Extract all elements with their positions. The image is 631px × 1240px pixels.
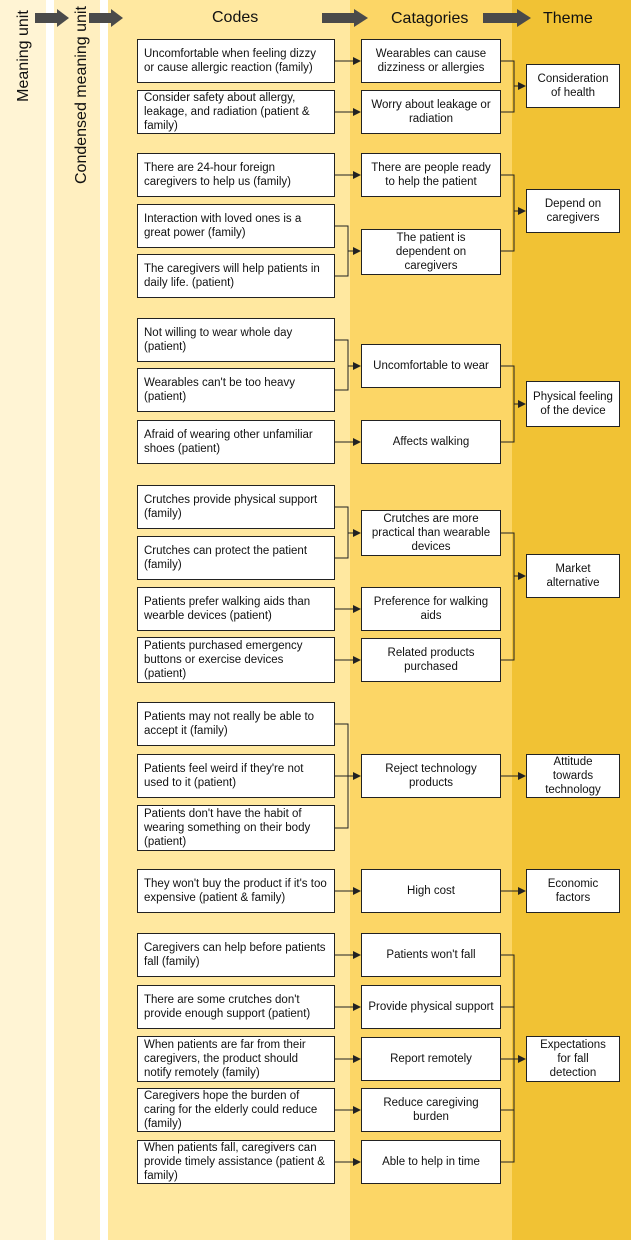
code-box: Patients don't have the habit of wearing… — [137, 805, 335, 851]
code-box: Not willing to wear whole day (patient) — [137, 318, 335, 362]
category-box: Report remotely — [361, 1037, 501, 1081]
category-box: There are people ready to help the patie… — [361, 153, 501, 197]
code-box: Crutches can protect the patient (family… — [137, 536, 335, 580]
code-box: There are some crutches don't provide en… — [137, 985, 335, 1029]
code-box: Patients feel weird if they're not used … — [137, 754, 335, 798]
category-box: Patients won't fall — [361, 933, 501, 977]
header-codes: Codes — [212, 9, 259, 26]
code-box: Uncomfortable when feeling dizzy or caus… — [137, 39, 335, 83]
header-categories: Catagories — [391, 10, 469, 27]
code-box: When patients fall, caregivers can provi… — [137, 1140, 335, 1184]
category-box: The patient is dependent on caregivers — [361, 229, 501, 275]
category-box: Related products purchased — [361, 638, 501, 682]
theme-box: Market alternative — [526, 554, 620, 598]
category-box: Reject technology products — [361, 754, 501, 798]
header-condensed-meaning-unit: Condensed meaning unit — [73, 6, 90, 184]
category-box: High cost — [361, 869, 501, 913]
code-box: Afraid of wearing other unfamiliar shoes… — [137, 420, 335, 464]
header-arrow-1 — [35, 9, 69, 27]
theme-box: Physical feeling of the device — [526, 381, 620, 427]
category-box: Worry about leakage or radiation — [361, 90, 501, 134]
category-box: Able to help in time — [361, 1140, 501, 1184]
code-box: Caregivers can help before patients fall… — [137, 933, 335, 977]
header-arrow-4 — [483, 9, 531, 27]
code-box: There are 24-hour foreign caregivers to … — [137, 153, 335, 197]
theme-box: Expectations for fall detection — [526, 1036, 620, 1082]
category-box: Reduce caregiving burden — [361, 1088, 501, 1132]
code-box: Patients may not really be able to accep… — [137, 702, 335, 746]
category-box: Uncomfortable to wear — [361, 344, 501, 388]
category-box: Preference for walking aids — [361, 587, 501, 631]
code-box: They won't buy the product if it's too e… — [137, 869, 335, 913]
theme-box: Attitude towards technology — [526, 754, 620, 798]
code-box: When patients are far from their caregiv… — [137, 1036, 335, 1082]
code-box: Patients prefer walking aids than wearbl… — [137, 587, 335, 631]
code-box: Caregivers hope the burden of caring for… — [137, 1088, 335, 1132]
code-box: Interaction with loved ones is a great p… — [137, 204, 335, 248]
band-meaning-unit — [0, 0, 46, 1240]
category-box: Wearables can cause dizziness or allergi… — [361, 39, 501, 83]
category-box: Provide physical support — [361, 985, 501, 1029]
header-meaning-unit: Meaning unit — [15, 10, 32, 102]
code-box: The caregivers will help patients in dai… — [137, 254, 335, 298]
category-box: Affects walking — [361, 420, 501, 464]
header-theme: Theme — [543, 10, 593, 27]
code-box: Wearables can't be too heavy (patient) — [137, 368, 335, 412]
code-box: Patients purchased emergency buttons or … — [137, 637, 335, 683]
theme-box: Depend on caregivers — [526, 189, 620, 233]
code-box: Consider safety about allergy, leakage, … — [137, 90, 335, 134]
category-box: Crutches are more practical than wearabl… — [361, 510, 501, 556]
code-box: Crutches provide physical support (famil… — [137, 485, 335, 529]
theme-box: Economic factors — [526, 869, 620, 913]
band-condensed-meaning-unit — [54, 0, 100, 1240]
header-arrow-2 — [89, 9, 123, 27]
header-arrow-3 — [322, 9, 368, 27]
theme-box: Consideration of health — [526, 64, 620, 108]
